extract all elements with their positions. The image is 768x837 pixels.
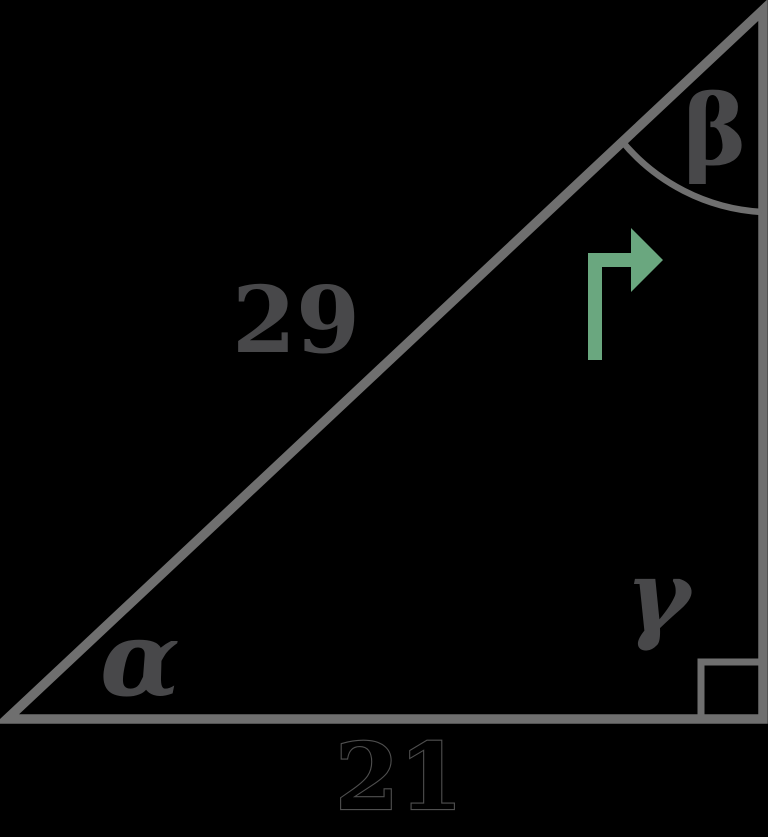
right-angle-marker [697,658,764,722]
angle-alpha-label: α [100,597,180,720]
turn-right-arrow-icon [588,228,663,360]
triangle-outline [0,0,768,724]
angle-beta-arc [618,137,763,216]
base-length-label: 21 [335,723,463,831]
angle-gamma-label: γ [626,539,695,654]
angle-beta-label: β [683,74,747,187]
hypotenuse-length-label: 29 [232,266,360,374]
